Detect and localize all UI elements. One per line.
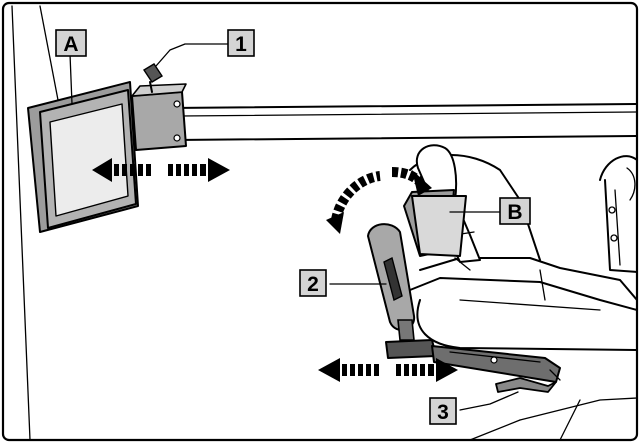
callout-2-text: 2 — [307, 273, 319, 296]
callout-1-text: 1 — [235, 33, 247, 56]
callout-a-text: A — [63, 33, 78, 56]
callout-b: B — [499, 197, 531, 225]
bidirectional-dashed-arrow-rail — [318, 358, 458, 382]
callout-3: 3 — [429, 397, 457, 425]
mounting-rail — [169, 103, 638, 141]
connector-cable — [143, 43, 229, 93]
terminal-a — [27, 81, 139, 233]
curved-rotation-arrow — [326, 167, 432, 234]
bidirectional-dashed-arrow-a — [92, 158, 230, 182]
slide-rail — [385, 339, 561, 393]
terminal-bracket — [131, 83, 187, 151]
callout-2: 2 — [299, 269, 327, 297]
callout-1: 1 — [227, 29, 255, 57]
floor-lines — [469, 397, 638, 441]
callout-a: A — [55, 29, 87, 57]
leader-lines — [69, 53, 519, 411]
callout-b-text: B — [507, 201, 522, 224]
callout-3-text: 3 — [437, 401, 449, 424]
cab-pillar — [11, 5, 59, 441]
terminal-b — [403, 189, 467, 257]
